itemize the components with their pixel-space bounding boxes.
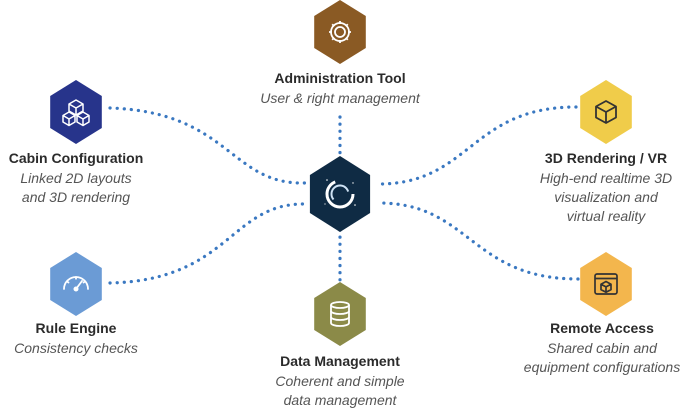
cabin-desc-line-2: and 3D rendering — [21, 189, 131, 205]
rendering-desc: High-end realtime 3D visualization and v… — [516, 169, 696, 226]
cabin-title: Cabin Configuration — [8, 150, 144, 166]
admin-desc-line-1: User & right management — [260, 90, 420, 106]
cube-window-icon — [594, 273, 618, 295]
remote-title: Remote Access — [550, 320, 654, 336]
data-title: Data Management — [280, 353, 400, 369]
cubes-icon — [62, 99, 90, 127]
remote-desc: Shared cabin and equipment configuration… — [506, 339, 698, 377]
rendering-desc-line-3: virtual reality — [566, 208, 646, 224]
data-desc-line-2: data management — [283, 392, 397, 408]
rendering-desc-line-1: High-end realtime 3D — [539, 170, 673, 186]
cabin-label: Cabin Configuration Linked 2D layouts an… — [0, 150, 156, 207]
admin-desc: User & right management — [230, 89, 450, 108]
rule-desc-line-1: Consistency checks — [14, 340, 138, 356]
swirl-logo-icon — [324, 179, 356, 209]
remote-desc-line-1: Shared cabin and — [547, 340, 657, 356]
cabin-desc: Linked 2D layouts and 3D rendering — [0, 169, 156, 207]
remote-label: Remote Access Shared cabin and equipment… — [506, 320, 698, 377]
admin-title: Administration Tool — [274, 70, 406, 86]
rendering-label: 3D Rendering / VR High-end realtime 3D v… — [516, 150, 696, 226]
gear-icon — [329, 21, 351, 43]
gauge-icon — [63, 276, 89, 292]
connector-remote — [375, 201, 580, 281]
admin-label: Administration Tool User & right managem… — [230, 70, 450, 108]
connector-rule — [108, 202, 307, 285]
rule-title: Rule Engine — [35, 320, 117, 336]
cabin-desc-line-1: Linked 2D layouts — [20, 170, 132, 186]
rule-label: Rule Engine Consistency checks — [0, 320, 156, 358]
cube-icon — [595, 100, 617, 124]
connector-rendering — [375, 105, 578, 186]
rendering-desc-line-2: visualization and — [554, 189, 658, 205]
rule-desc: Consistency checks — [0, 339, 156, 358]
remote-desc-line-2: equipment configurations — [523, 359, 681, 375]
database-icon — [330, 301, 350, 327]
rendering-title: 3D Rendering / VR — [544, 150, 668, 166]
data-desc: Coherent and simple data management — [230, 372, 450, 410]
data-desc-line-1: Coherent and simple — [275, 373, 405, 389]
data-label: Data Management Coherent and simple data… — [230, 353, 450, 410]
